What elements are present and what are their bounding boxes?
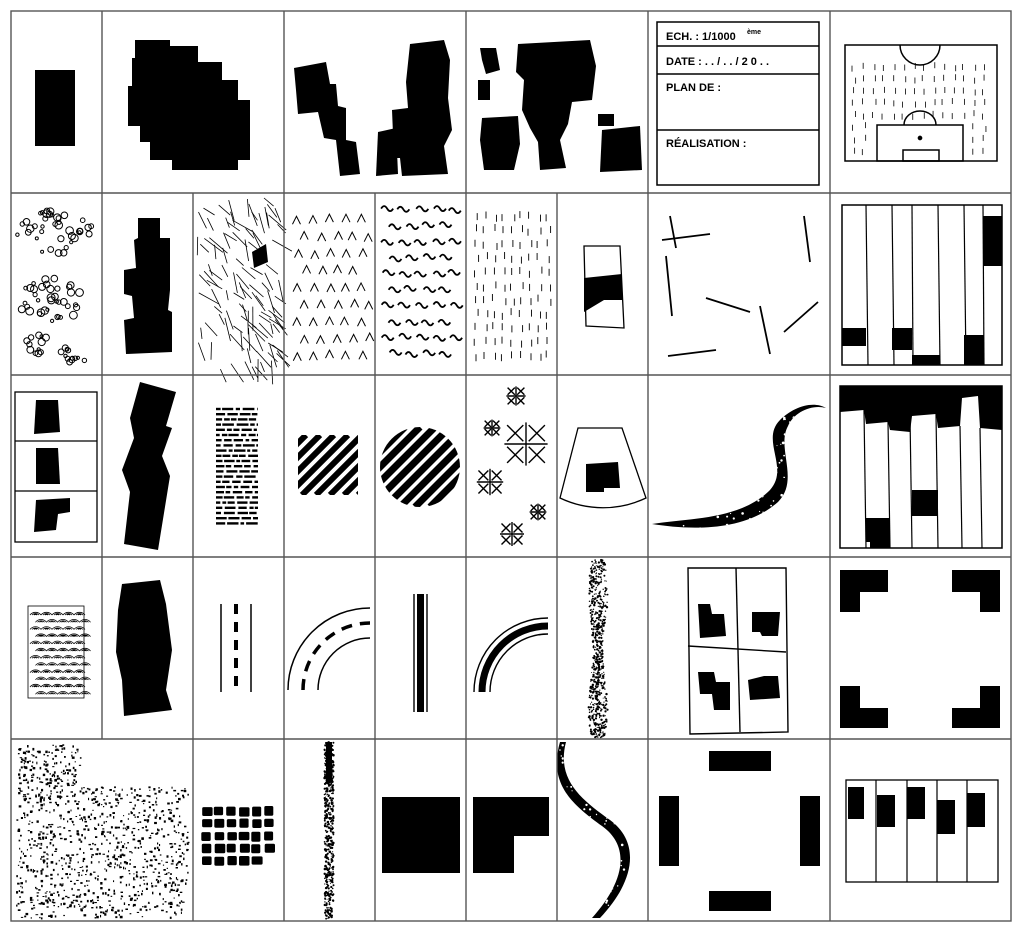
large-building-blob-icon: [128, 40, 250, 170]
cobblestone-pattern-icon: [27, 605, 91, 699]
grass-ticks: [851, 62, 987, 156]
strip-parcels-icon: [841, 204, 1003, 366]
double-line-road-icon: [413, 594, 428, 712]
tree-clusters-icon: [15, 207, 95, 366]
football-pitch-icon: [844, 44, 998, 162]
author-label: RÉALISATION :: [666, 137, 746, 150]
scale-suffix: ème: [747, 29, 761, 36]
date-label: DATE : . . / . . / 2 0 . .: [666, 56, 769, 68]
grid-frame: [10, 10, 1012, 922]
rotated-building-chain-icon: [122, 382, 176, 550]
title-block-cartouche: ECH. : 1/1000 ème DATE : . . / . . / 2 0…: [656, 21, 820, 186]
wave-pattern-icon: [380, 205, 464, 358]
plan-label: PLAN DE :: [666, 82, 721, 94]
small-block-cluster-icon: [201, 806, 275, 866]
cross-symbol-cluster-icon: [476, 386, 548, 546]
diagonal-hatch-circle-icon: [380, 427, 460, 507]
row-houses-strip-icon: [839, 385, 1003, 549]
irregular-building-icon: [116, 580, 172, 716]
corner-brackets-icon: [840, 570, 1000, 728]
diagonal-hatch-square-icon: [298, 435, 358, 495]
four-parcel-grid-icon: [687, 567, 789, 735]
urban-fabric-block-icon: [478, 40, 642, 172]
solid-square-icon: [382, 797, 460, 873]
dense-urban-block-icon: [294, 40, 452, 176]
parcel-with-building-icon: [583, 245, 625, 329]
four-bars-square-icon: [659, 751, 820, 911]
scale-label: ECH. : 1/1000: [666, 31, 736, 43]
vertical-dotted-line-icon: [323, 741, 335, 920]
single-building-rect-icon: [35, 70, 75, 146]
three-lot-parcels-icon: [14, 391, 98, 543]
scattered-lines-icon: [661, 215, 819, 357]
curved-parcel-icon: [559, 427, 647, 509]
forest-chevron-icon: [292, 212, 375, 361]
l-shape-building-icon: [473, 797, 549, 873]
grass-tick-icon: [473, 211, 552, 362]
curved-double-road-icon: [473, 617, 549, 693]
tall-building-stack-icon: [124, 218, 172, 354]
hatched-scrub-icon: [196, 197, 293, 385]
dashed-road-icon: [220, 604, 252, 692]
stipple-field-icon: [16, 744, 190, 920]
dotted-path-strip-icon: [587, 558, 609, 739]
terraced-parcels-icon: [845, 779, 999, 883]
curved-dashed-road-icon: [287, 607, 371, 691]
horizontal-dash-block-icon: [216, 407, 258, 525]
